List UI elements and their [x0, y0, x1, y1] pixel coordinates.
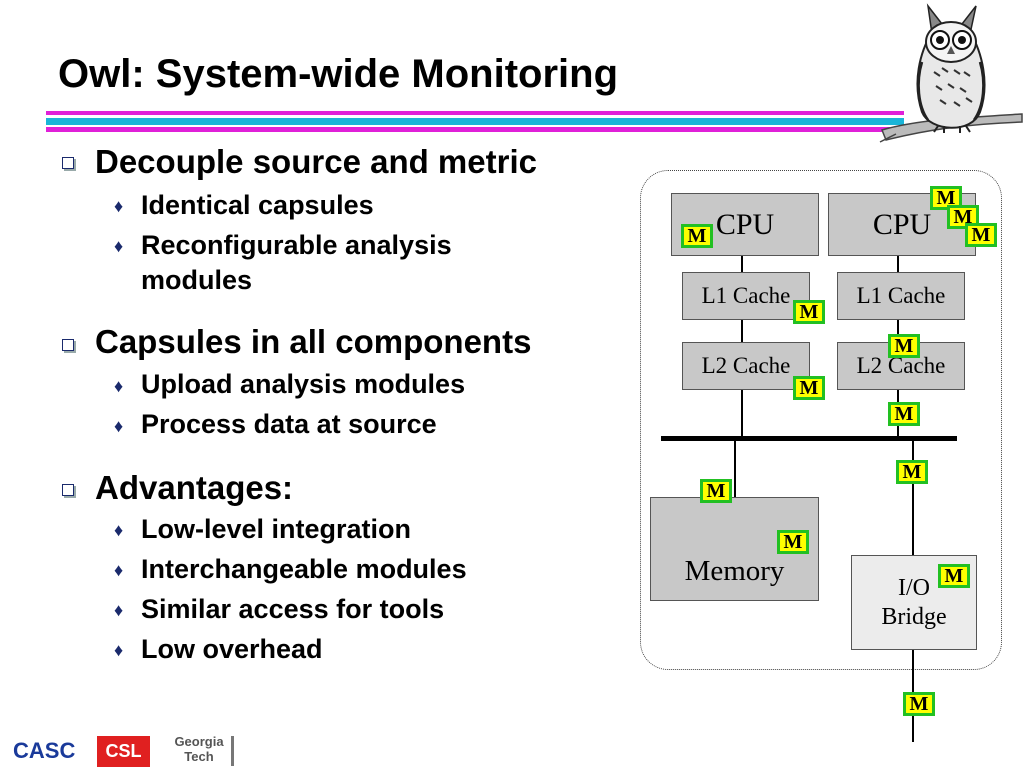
bullet-square-icon — [62, 484, 74, 496]
monitor-capsule-memory: M — [777, 530, 809, 554]
monitor-capsule-l2-right: M — [888, 334, 920, 358]
diamond-bullet-icon: ♦ — [114, 376, 124, 396]
sub-bullet-low-overhead: Low overhead — [141, 634, 323, 664]
title-rule-middle — [46, 118, 904, 125]
cpu-right: CPU — [828, 193, 976, 256]
l2-cache-right: L2 Cache — [837, 342, 965, 390]
sub-bullet-process-at-source: Process data at source — [141, 409, 437, 439]
diamond-bullet-icon: ♦ — [114, 416, 124, 436]
bullet-advantages: Advantages: — [95, 469, 294, 506]
system-bus — [661, 436, 957, 441]
diamond-bullet-icon: ♦ — [114, 600, 124, 620]
monitor-capsule-bus-right: M — [888, 402, 920, 426]
monitor-capsule-cpu-right-2: M — [947, 205, 979, 229]
diamond-bullet-icon: ♦ — [114, 520, 124, 540]
csl-logo: CSL — [97, 736, 150, 767]
diamond-bullet-icon: ♦ — [114, 196, 124, 216]
monitor-capsule-l1-left: M — [793, 300, 825, 324]
monitor-capsule-io-bridge: M — [938, 564, 970, 588]
io-bridge-label-line2: Bridge — [881, 603, 947, 630]
io-bridge: I/O Bridge — [851, 555, 977, 650]
monitor-capsule-io-link: M — [903, 692, 935, 716]
diamond-bullet-icon: ♦ — [114, 236, 124, 256]
sub-bullet-identical-capsules: Identical capsules — [141, 190, 374, 220]
casc-logo: CASC — [13, 738, 76, 763]
bullet-square-icon — [62, 157, 74, 169]
sub-bullet-interchangeable-modules: Interchangeable modules — [141, 554, 467, 584]
bullet-square-icon — [62, 339, 74, 351]
bullet-decouple: Decouple source and metric — [95, 143, 537, 180]
system-enclosure — [640, 170, 1002, 670]
georgia-tech-line2: Tech — [184, 749, 214, 764]
cpu-left: CPU — [671, 193, 819, 256]
diamond-bullet-icon: ♦ — [114, 560, 124, 580]
title-rule-bottom — [46, 127, 904, 132]
title-rule-top — [46, 111, 904, 115]
monitor-capsule-link-right: M — [896, 460, 928, 484]
monitor-capsule-cpu-right-3: M — [965, 223, 997, 247]
l1-cache-right: L1 Cache — [837, 272, 965, 320]
sub-bullet-upload-modules: Upload analysis modules — [141, 369, 466, 399]
monitor-capsule-l2-left: M — [793, 376, 825, 400]
georgia-tech-logo: Georgia Tech — [160, 734, 238, 768]
bullet-capsules-components: Capsules in all components — [95, 323, 532, 360]
monitor-capsule-cpu-left: M — [681, 224, 713, 248]
io-bridge-label-line1: I/O — [898, 574, 930, 601]
l2-cache-left: L2 Cache — [682, 342, 810, 390]
diamond-bullet-icon: ♦ — [114, 640, 124, 660]
sub-bullet-reconfigurable-modules: Reconfigurable analysis modules — [141, 230, 452, 295]
memory-block: Memory — [650, 497, 819, 601]
georgia-tech-line1: Georgia — [174, 734, 224, 749]
tech-tower-icon — [231, 736, 234, 766]
sub-bullet-similar-access: Similar access for tools — [141, 594, 445, 624]
owl-icon — [879, 3, 1023, 143]
monitor-capsule-memory-link: M — [700, 479, 732, 503]
l1-cache-left: L1 Cache — [682, 272, 810, 320]
slide-title: Owl: System-wide Monitoring — [58, 52, 619, 96]
monitor-capsule-cpu-right-1: M — [930, 186, 962, 210]
sub-bullet-low-level-integration: Low-level integration — [141, 514, 412, 544]
